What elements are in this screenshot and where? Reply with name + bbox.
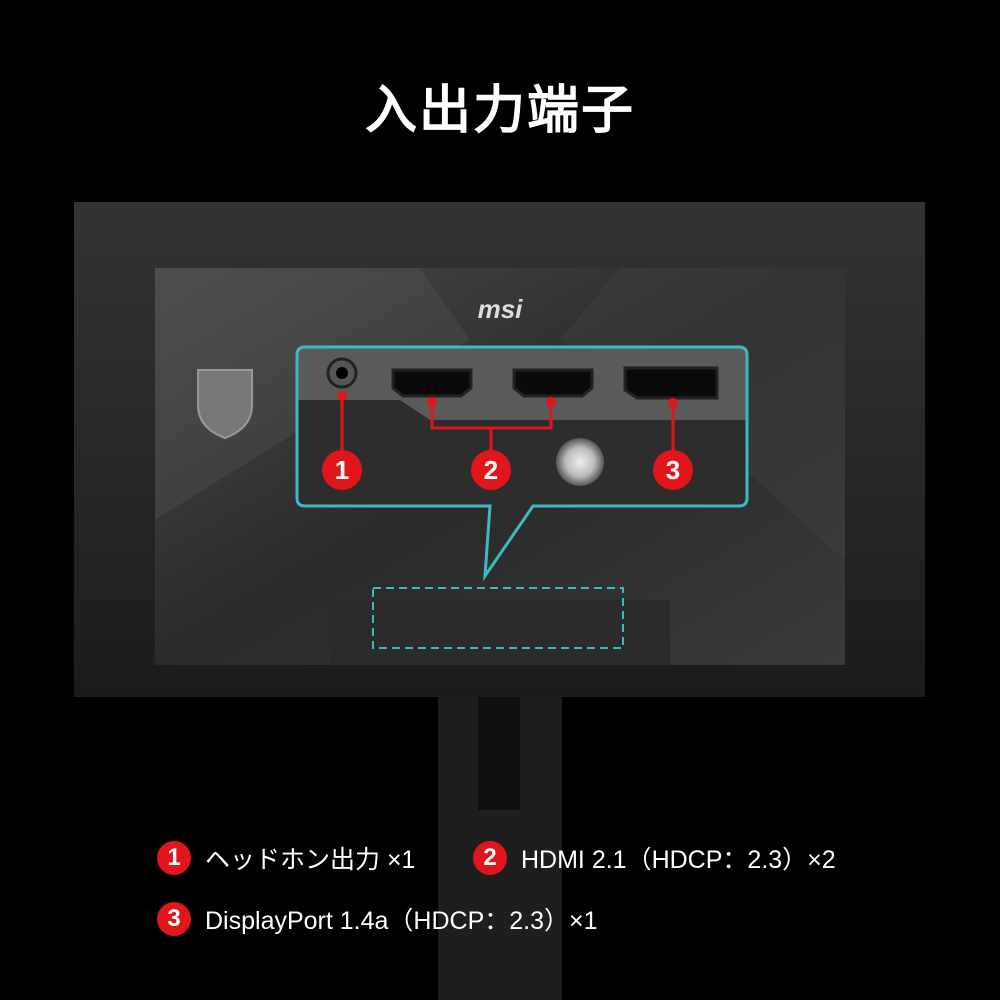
power-button — [556, 438, 604, 486]
legend-number: 1 — [157, 841, 191, 875]
marker-3-label: 3 — [666, 455, 680, 485]
page-title: 入出力端子 — [364, 81, 635, 141]
callout-lower-panel — [297, 400, 747, 506]
legend-number: 3 — [157, 902, 191, 936]
io-callout — [295, 345, 749, 582]
port-markers: 1 2 3 — [322, 450, 693, 490]
legend-label: DisplayPort 1.4a（HDCP：2.3）×1 — [205, 907, 598, 935]
connector-dots — [337, 391, 678, 408]
headphone-jack-hole — [336, 367, 348, 379]
marker-2 — [471, 450, 511, 490]
legend-item-3: 3 DisplayPort 1.4a（HDCP：2.3）×1 — [157, 901, 598, 937]
marker-1-label: 1 — [335, 455, 349, 485]
legend-label: HDMI 2.1（HDCP：2.3）×2 — [521, 846, 836, 874]
dragon-shield-logo — [197, 369, 253, 440]
displayport-icon — [623, 366, 719, 400]
port-location-highlight — [372, 587, 624, 649]
lower-panel — [330, 600, 670, 665]
legend-number: 2 — [473, 841, 507, 875]
msi-logo: msi — [478, 294, 524, 324]
marker-3 — [653, 450, 693, 490]
marker-2-label: 2 — [484, 455, 498, 485]
hdmi-port-icon — [391, 368, 473, 398]
marker-1 — [322, 450, 362, 490]
legend-item-1: 1 ヘッドホン出力 ×1 — [157, 840, 415, 876]
legend-label: ヘッドホン出力 ×1 — [205, 846, 416, 874]
hdmi-port-icon — [512, 368, 594, 398]
legend-item-2: 2 HDMI 2.1（HDCP：2.3）×2 — [473, 840, 836, 876]
callout-border — [295, 345, 749, 582]
